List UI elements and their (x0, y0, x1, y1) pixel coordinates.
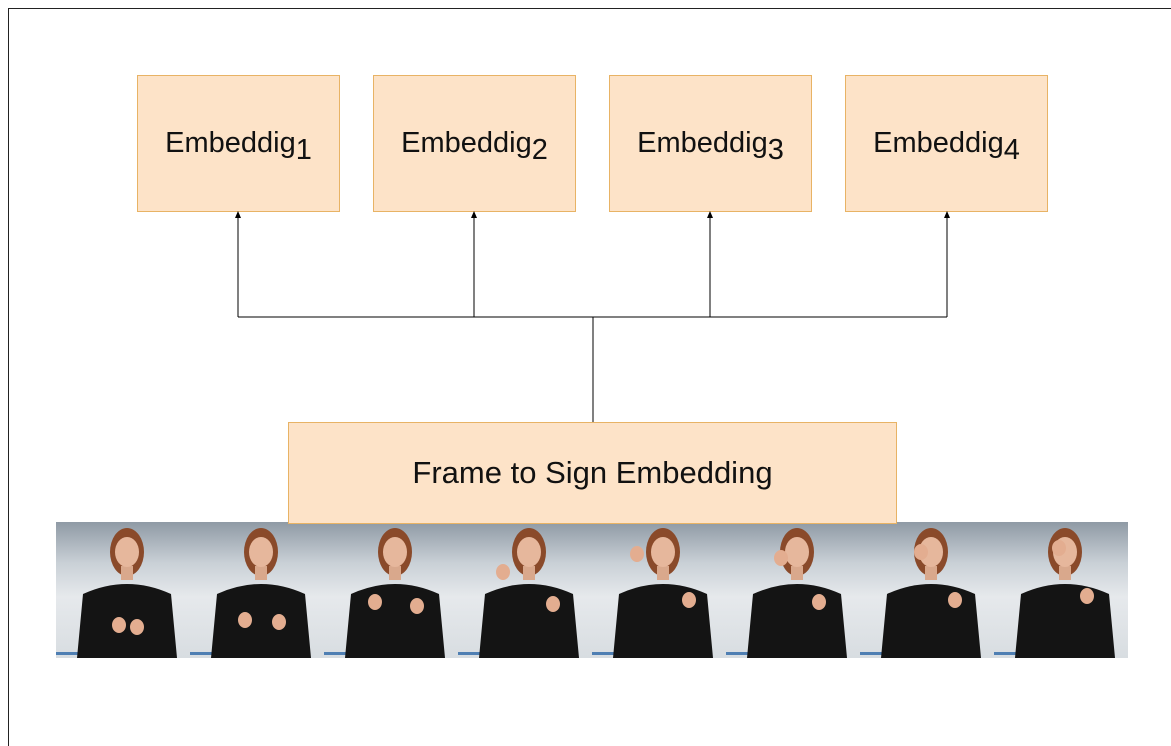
signer-frame-3 (324, 528, 445, 658)
signer-neck (121, 566, 133, 580)
signer-hand-left (914, 544, 928, 560)
signer-frame-8 (994, 528, 1115, 658)
signer-hand-right (410, 598, 424, 614)
signer-frame-2 (190, 528, 311, 658)
signer-jacket (881, 584, 981, 658)
signer-neck (389, 566, 401, 580)
signer-jacket (345, 584, 445, 658)
signer-jacket (613, 584, 713, 658)
signer-hand-left (112, 617, 126, 633)
embedding-subscript-4: 4 (1003, 134, 1020, 166)
arrowhead-4 (944, 211, 950, 218)
signer-hand-right (272, 614, 286, 630)
embedding-subscript-2: 2 (531, 134, 548, 166)
signer-hand-left (496, 564, 510, 580)
signer-frame-1 (56, 528, 177, 658)
embedding-subscript-3: 3 (767, 134, 784, 166)
signer-hand-left (774, 550, 788, 566)
frame-to-sign-label: Frame to Sign Embedding (412, 455, 773, 490)
embedding-label-2: Embeddig (401, 127, 532, 159)
signer-neck (791, 566, 803, 580)
signer-hand-right (948, 592, 962, 608)
signer-hand-right (682, 592, 696, 608)
signer-neck (657, 566, 669, 580)
arrowhead-3 (707, 211, 713, 218)
signer-frame-6 (726, 528, 847, 658)
signer-face (651, 537, 675, 567)
signer-frame-5 (592, 528, 713, 658)
signer-jacket (211, 584, 311, 658)
signer-frame-7 (860, 528, 981, 658)
signer-face (785, 537, 809, 567)
signer-neck (1059, 566, 1071, 580)
signer-hand-left (368, 594, 382, 610)
signer-hand-left (238, 612, 252, 628)
signer-hand-right (1080, 588, 1094, 604)
embedding-label-1: Embeddig (165, 127, 296, 159)
signer-neck (925, 566, 937, 580)
embedding-label-4: Embeddig (873, 127, 1004, 159)
diagram-border (8, 8, 1171, 746)
signer-neck (523, 566, 535, 580)
signer-frame-4 (458, 528, 579, 658)
signer-jacket (1015, 584, 1115, 658)
signer-hand-left (1052, 540, 1066, 556)
video-frame-strip (56, 522, 1128, 658)
arrowhead-1 (235, 211, 241, 218)
signer-hand-left (630, 546, 644, 562)
arrowhead-2 (471, 211, 477, 218)
signer-face (115, 537, 139, 567)
signer-jacket (77, 584, 177, 658)
frame-to-sign-embedding-box: Frame to Sign Embedding (288, 422, 897, 524)
signer-jacket (747, 584, 847, 658)
signer-hand-right (812, 594, 826, 610)
signer-jacket (479, 584, 579, 658)
signer-neck (255, 566, 267, 580)
signer-hand-right (546, 596, 560, 612)
signer-face (517, 537, 541, 567)
signer-face (919, 537, 943, 567)
embedding-subscript-1: 1 (295, 134, 312, 166)
signer-frames (56, 528, 1115, 658)
signer-face (383, 537, 407, 567)
signer-face (249, 537, 273, 567)
embedding-label-3: Embeddig (637, 127, 768, 159)
signer-hand-right (130, 619, 144, 635)
